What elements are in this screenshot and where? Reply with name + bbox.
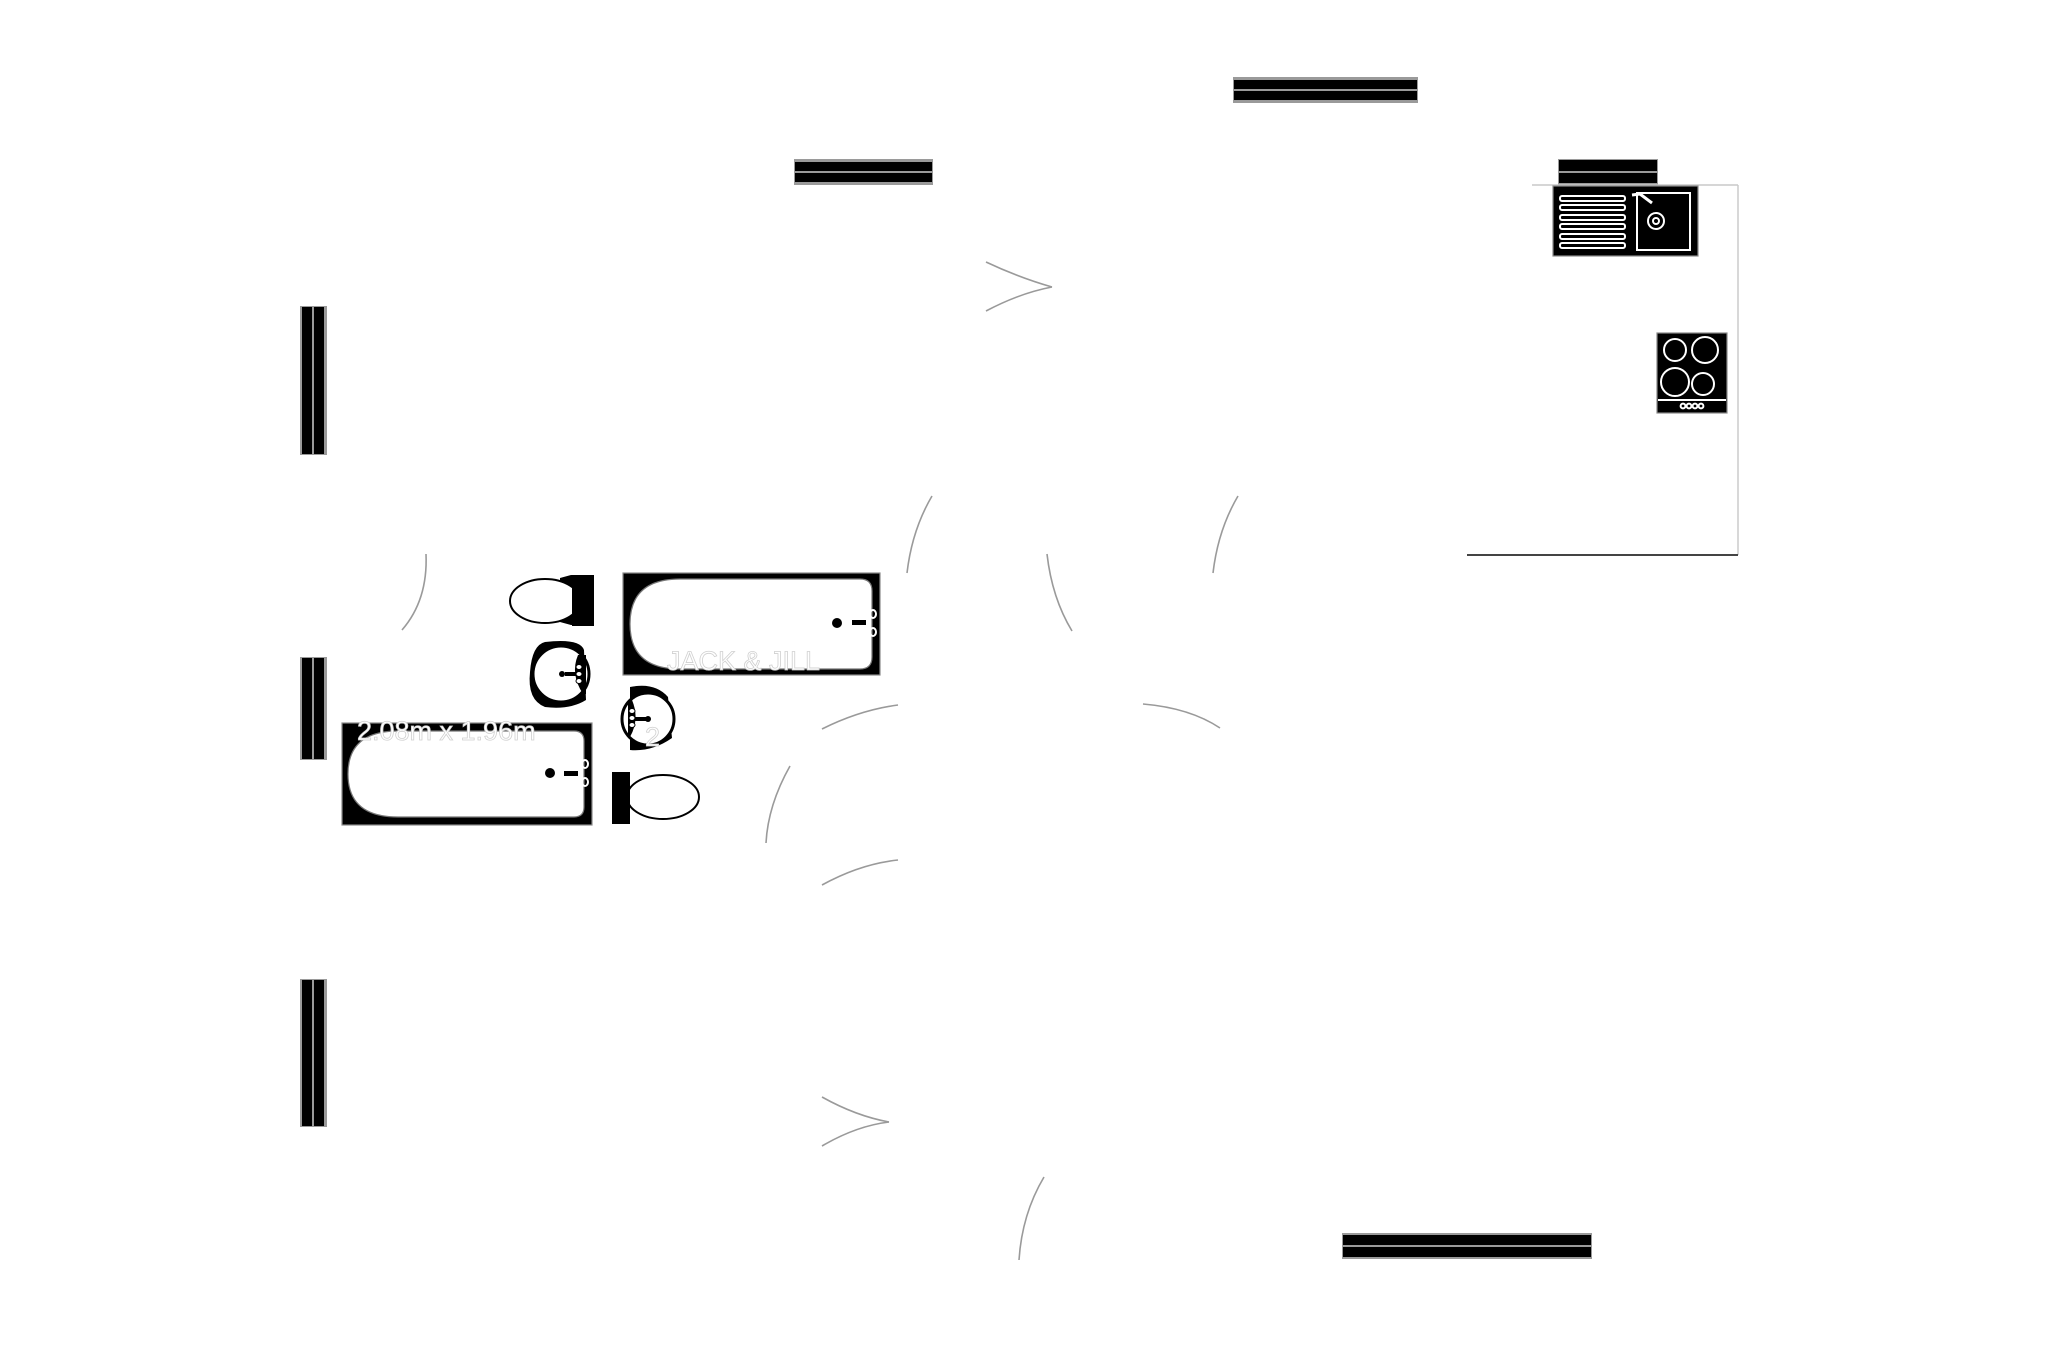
door-arc-top-double-upper [985,261,1053,288]
door-arc-hall-upper [821,704,899,730]
toilet-upper [509,575,594,626]
door-arc-center-right [1142,703,1221,729]
stray-label: 2 [645,722,660,752]
window-left-middle [300,657,327,760]
bath-upper: JACK & JILL [622,572,881,676]
door-arc-bottom-double-lower [821,1121,890,1147]
basin-upper [529,641,591,708]
door-arc-center-upper-right [1046,553,1073,632]
window-top-center [1233,77,1418,103]
basin-lower: 2 [620,685,676,752]
door-arc-top-double-lower [985,286,1053,312]
toilet-lower [612,772,700,824]
kitchen-sink [1552,185,1699,257]
bath-lower: 2.08m x 1.96m [341,716,593,826]
door-arc-left-bath [401,553,427,631]
room-label-jack-jill: JACK & JILL [667,646,820,676]
door-arc-hall-lower [821,859,899,886]
window-kitchen [1558,159,1658,185]
window-top-left [794,159,933,185]
hob [1656,332,1728,414]
door-arc-bottom-double-upper [821,1096,890,1123]
room-dimensions: 2.08m x 1.96m [357,716,536,746]
kitchen-counter [1467,184,1739,556]
window-bottom [1342,1233,1592,1259]
door-swings [401,261,1239,1261]
door-arc-bottom [1018,1176,1045,1261]
door-arc-hall-left [765,765,791,844]
window-left-lower [300,979,327,1127]
window-left-upper [300,306,327,455]
door-arc-right-room [1212,495,1239,574]
door-arc-center-upper-left [906,495,933,574]
